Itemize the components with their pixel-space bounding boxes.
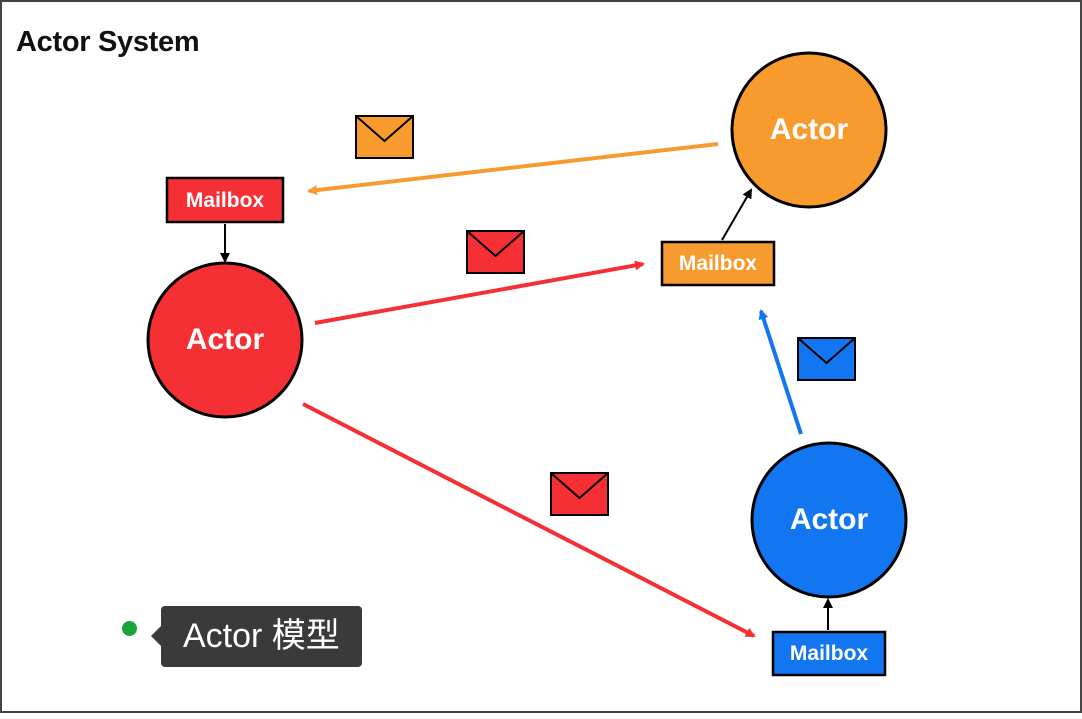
- mailbox-blue-label: Mailbox: [790, 642, 868, 665]
- arrow-blue-to-orange-mailbox: [758, 309, 803, 435]
- actor-red-label: Actor: [186, 323, 265, 356]
- arrow-red-to-orange-mailbox: [314, 260, 645, 325]
- actor-blue-label: Actor: [790, 503, 869, 536]
- connector-orange-mailbox-actor: [721, 188, 753, 241]
- diagram-title: Actor System: [16, 26, 200, 58]
- envelope-orange-icon: [355, 115, 414, 159]
- envelope-red-icon: [466, 230, 525, 274]
- actor-blue: Actor: [750, 441, 908, 599]
- arrow-orange-to-red-mailbox: [307, 142, 719, 196]
- mailbox-red: Mailbox: [165, 176, 285, 224]
- mailbox-orange-label: Mailbox: [679, 252, 757, 275]
- mailbox-red-label: Mailbox: [186, 189, 264, 212]
- mailbox-orange: Mailbox: [660, 240, 776, 287]
- actor-orange-label: Actor: [770, 113, 849, 146]
- mailbox-blue: Mailbox: [771, 630, 887, 677]
- image-caption: Actor 模型: [151, 606, 362, 667]
- actor-red: Actor: [146, 261, 304, 419]
- caption-dot: [122, 621, 137, 636]
- arrow-red-to-blue-mailbox: [302, 402, 756, 638]
- envelope-red-icon: [550, 472, 609, 516]
- actor-orange: Actor: [730, 51, 888, 209]
- envelope-blue-icon: [797, 337, 856, 381]
